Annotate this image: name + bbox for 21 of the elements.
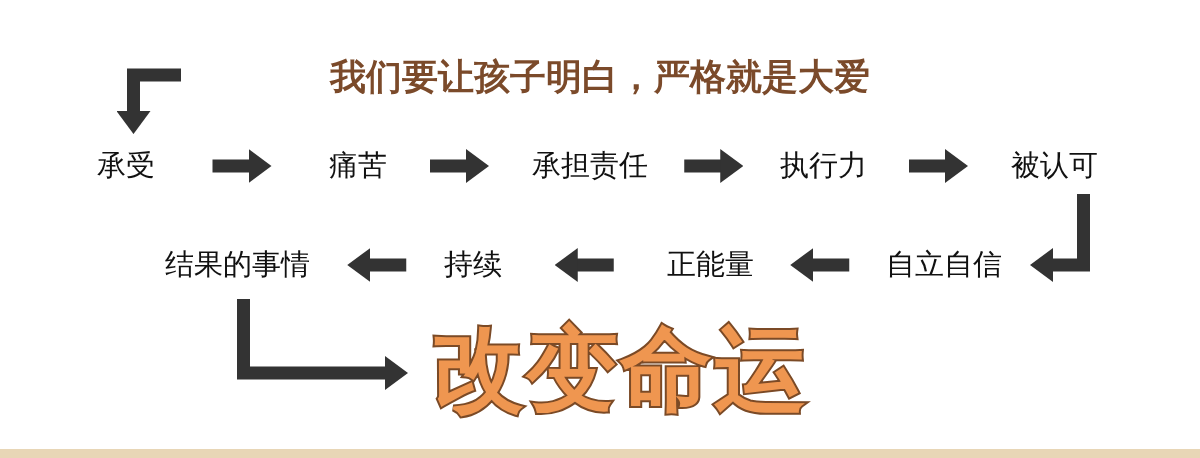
step-text: 结果的事情	[164, 249, 310, 281]
arrow	[790, 248, 850, 282]
step-text: 自立自信	[886, 249, 1002, 281]
arrow	[212, 149, 272, 183]
step-text: 被认可	[1010, 150, 1098, 182]
step-text: 承受	[97, 150, 155, 182]
step-text: 持续	[444, 249, 502, 281]
diagram-title: 我们要让孩子明白，严格就是大爱	[330, 57, 870, 97]
step-text: 承担责任	[532, 150, 648, 182]
step-text: 痛苦	[329, 150, 387, 182]
arrow	[1030, 193, 1090, 282]
arrow	[237, 298, 408, 390]
arrow	[909, 149, 968, 183]
arrow	[347, 248, 407, 282]
arrow	[116, 68, 181, 135]
arrow	[554, 248, 614, 282]
arrow	[430, 149, 489, 183]
outcome-headline: 改变命运	[432, 321, 808, 419]
step-text: 正能量	[666, 249, 754, 281]
step-text: 执行力	[779, 150, 867, 182]
arrow	[684, 149, 744, 183]
